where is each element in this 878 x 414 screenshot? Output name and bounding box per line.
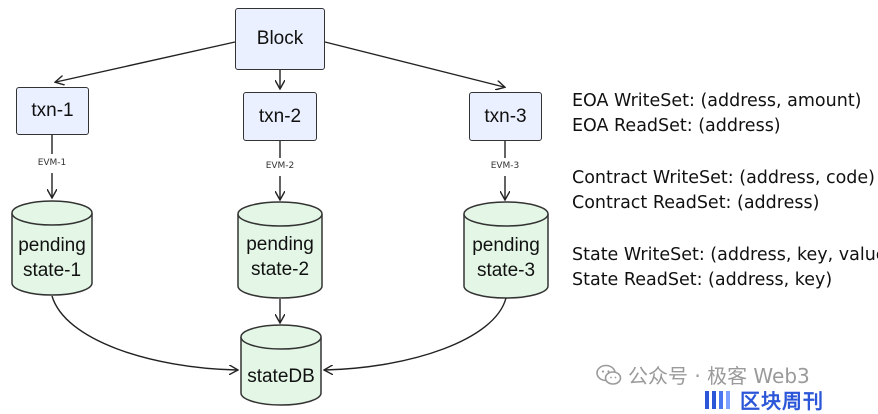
contract-readset-text: Contract ReadSet: (address) <box>572 193 820 213</box>
arrow-pending-1-to-statedb <box>51 295 237 370</box>
watermark-logo-text: 区块周刊 <box>740 389 824 413</box>
txn-2-node: txn-2 <box>243 92 317 141</box>
txn-3-node: txn-3 <box>469 92 542 141</box>
eoa-writeset-text: EOA WriteSet: (address, amount) <box>572 91 862 111</box>
readset-writeset-legend: EOA WriteSet: (address, amount) EOA Read… <box>572 89 878 293</box>
state-readset-text: State ReadSet: (address, key) <box>572 270 833 290</box>
eoa-readset-text: EOA ReadSet: (address) <box>572 116 781 136</box>
arrow-block-to-txn-1 <box>56 41 236 82</box>
watermark-logo: 区块周刊 <box>704 385 824 414</box>
pending-state-2-label: pending state-2 <box>246 232 314 282</box>
arrow-pending-3-to-statedb <box>325 297 507 370</box>
evm-2-label: EVM-2 <box>265 161 295 171</box>
watermark-account-text: 公众号 · 极客 Web3 <box>628 364 810 388</box>
pending-state-3-label: pending state-3 <box>472 233 540 283</box>
txn-1-node: txn-1 <box>16 87 89 135</box>
pending-state-1-label: pending state-1 <box>18 233 86 283</box>
pending-state-3-line-2: state-3 <box>476 260 536 281</box>
cylinder-pending-2 <box>237 201 323 299</box>
pending-state-1-line-2: state-1 <box>22 260 82 281</box>
contract-writeset-text: Contract WriteSet: (address, code) <box>572 168 875 188</box>
statedb-label: stateDB <box>247 366 315 387</box>
bars-logo-icon <box>705 390 730 409</box>
pending-state-3-line-1: pending <box>472 235 540 256</box>
cylinder-pending-3 <box>463 201 549 299</box>
pending-state-2-line-1: pending <box>246 234 314 255</box>
cylinder-statedb <box>240 324 322 406</box>
arrow-block-to-txn-3 <box>324 41 504 87</box>
evm-3-label: EVM-3 <box>490 161 520 171</box>
block-node: Block <box>235 8 325 70</box>
pending-state-1-line-1: pending <box>18 235 86 256</box>
evm-1-label: EVM-1 <box>37 158 67 168</box>
pending-state-2-line-2: state-2 <box>250 259 310 280</box>
state-writeset-text: State WriteSet: (address, key, value) <box>572 245 878 265</box>
watermark-account: 公众号 · 极客 Web3 <box>596 360 866 389</box>
wechat-icon <box>596 364 622 385</box>
cylinder-pending-1 <box>11 200 93 296</box>
